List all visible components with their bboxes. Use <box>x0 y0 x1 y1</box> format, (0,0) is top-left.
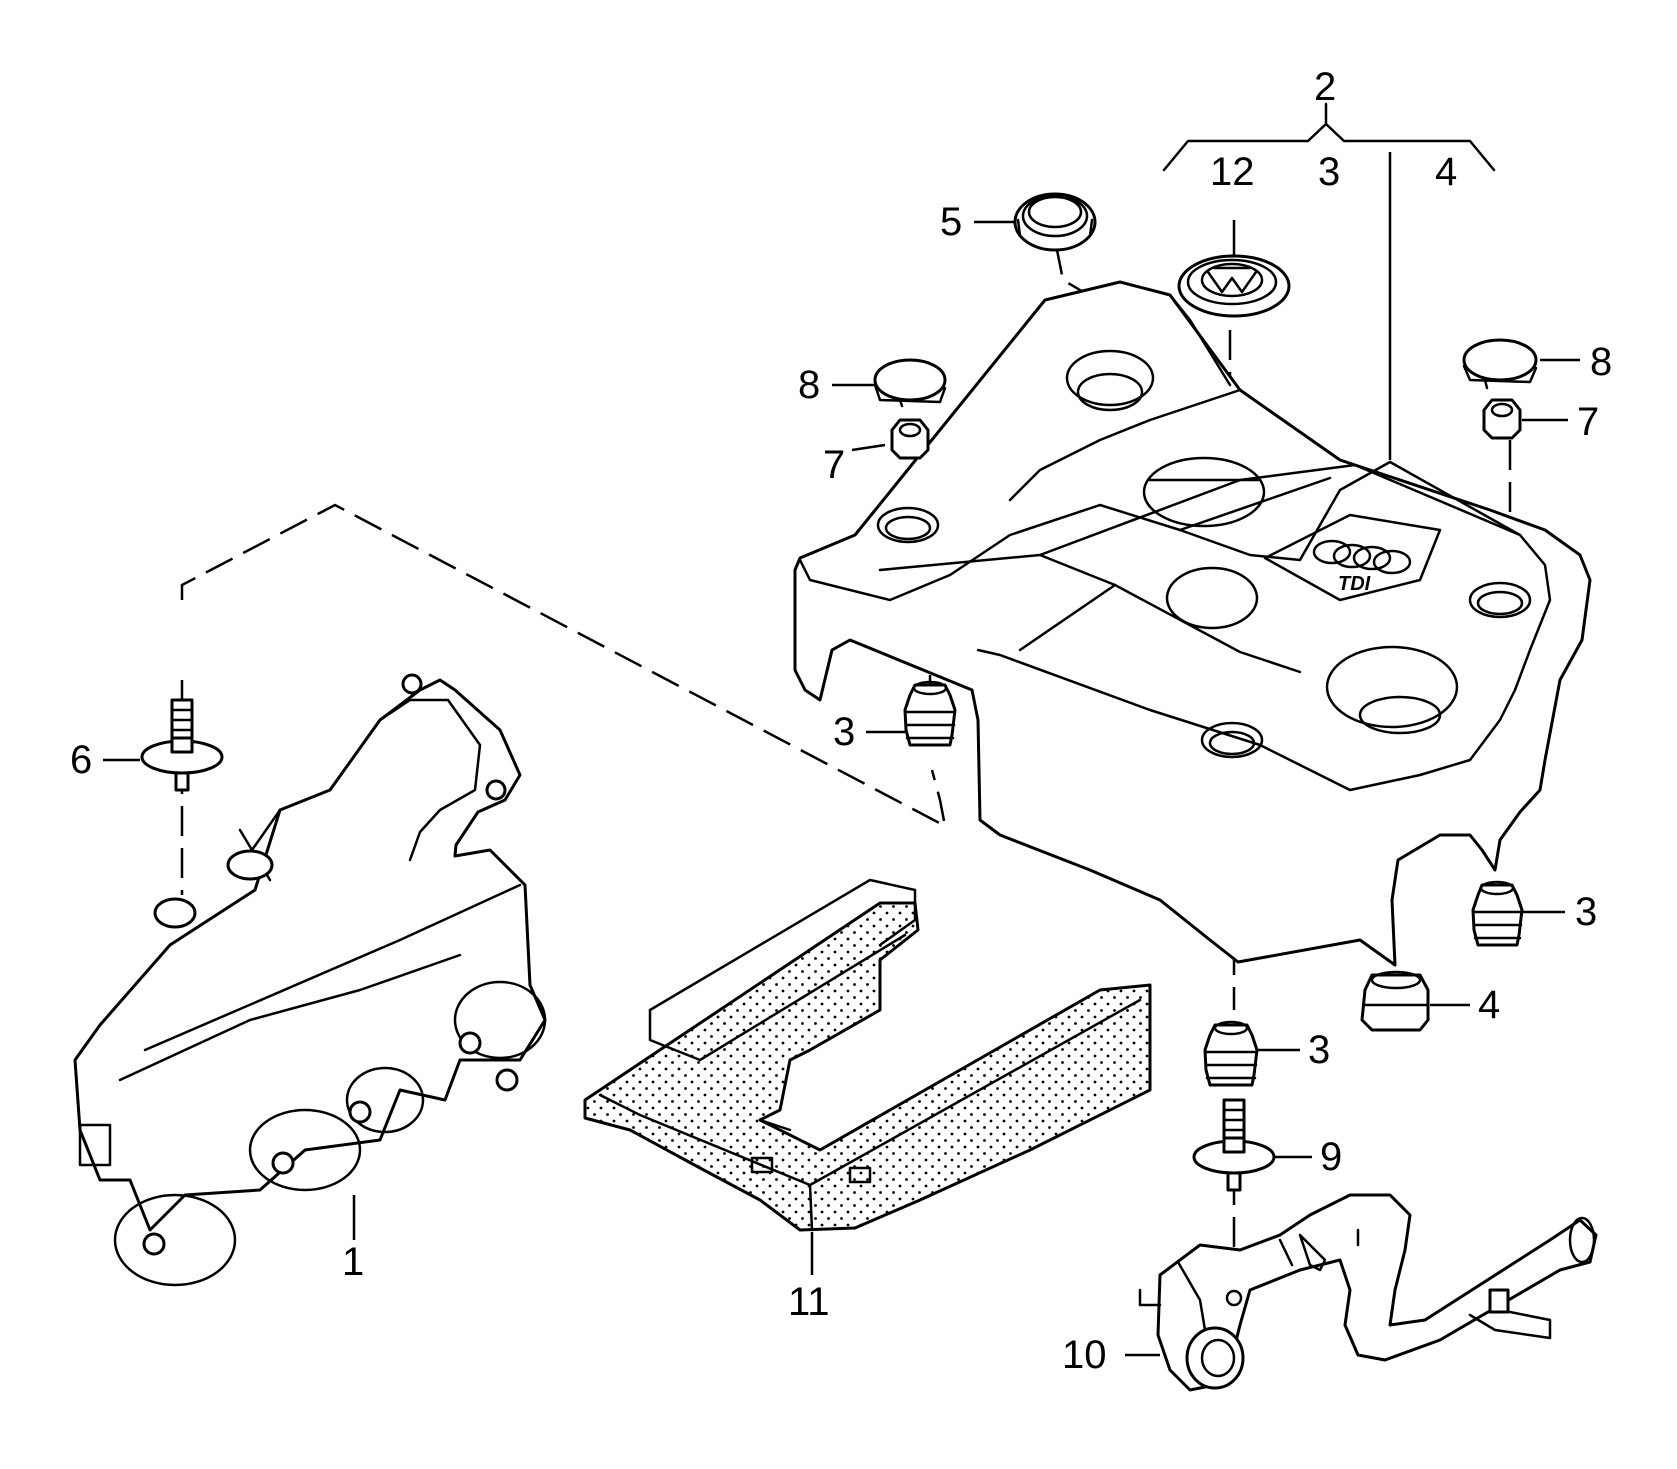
callout-12: 12 <box>1210 150 1255 194</box>
grommet-b[interactable] <box>1471 880 1524 947</box>
callout-10: 10 <box>1062 1333 1107 1377</box>
callout-leaders <box>103 220 1580 1357</box>
grommet-c[interactable] <box>1203 1020 1259 1087</box>
heat-shield[interactable] <box>583 878 1152 1232</box>
nut-left[interactable] <box>890 418 930 460</box>
callout-8-right: 8 <box>1590 340 1612 384</box>
large-grommet[interactable] <box>1360 970 1430 1032</box>
callout-7-left: 7 <box>823 443 845 487</box>
engine-cover[interactable] <box>793 280 1592 967</box>
callout-4-group: 4 <box>1435 150 1457 194</box>
stud-6[interactable] <box>140 698 224 792</box>
tdi-badge: TDI <box>1312 539 1412 595</box>
callout-7-right: 7 <box>1577 400 1599 444</box>
callout-5: 5 <box>940 200 962 244</box>
exhaust-manifold[interactable] <box>73 673 547 1287</box>
stud-9[interactable] <box>1192 1098 1276 1192</box>
callout-labels: 2 12 3 4 5 8 8 7 7 3 3 3 4 6 9 1 11 10 <box>70 65 1612 1377</box>
grommet-a[interactable] <box>903 680 957 747</box>
callout-6: 6 <box>70 738 92 782</box>
callout-3-group: 3 <box>1318 150 1340 194</box>
svg-text:TDI: TDI <box>1338 573 1371 595</box>
callout-8-left: 8 <box>798 363 820 407</box>
cap-right[interactable] <box>1462 338 1538 390</box>
callout-3-a: 3 <box>833 710 855 754</box>
breather-hose[interactable] <box>1138 1193 1598 1392</box>
emblem[interactable] <box>1177 254 1291 318</box>
ring-seal[interactable] <box>1013 192 1097 252</box>
callout-3-b: 3 <box>1575 890 1597 934</box>
cap-left[interactable] <box>873 358 947 408</box>
callout-1: 1 <box>342 1240 364 1284</box>
callout-4: 4 <box>1478 983 1500 1027</box>
callout-11: 11 <box>788 1280 830 1324</box>
callout-2: 2 <box>1314 65 1336 109</box>
callout-3-c: 3 <box>1308 1028 1330 1072</box>
nut-right[interactable] <box>1482 398 1522 440</box>
callout-9: 9 <box>1320 1135 1342 1179</box>
